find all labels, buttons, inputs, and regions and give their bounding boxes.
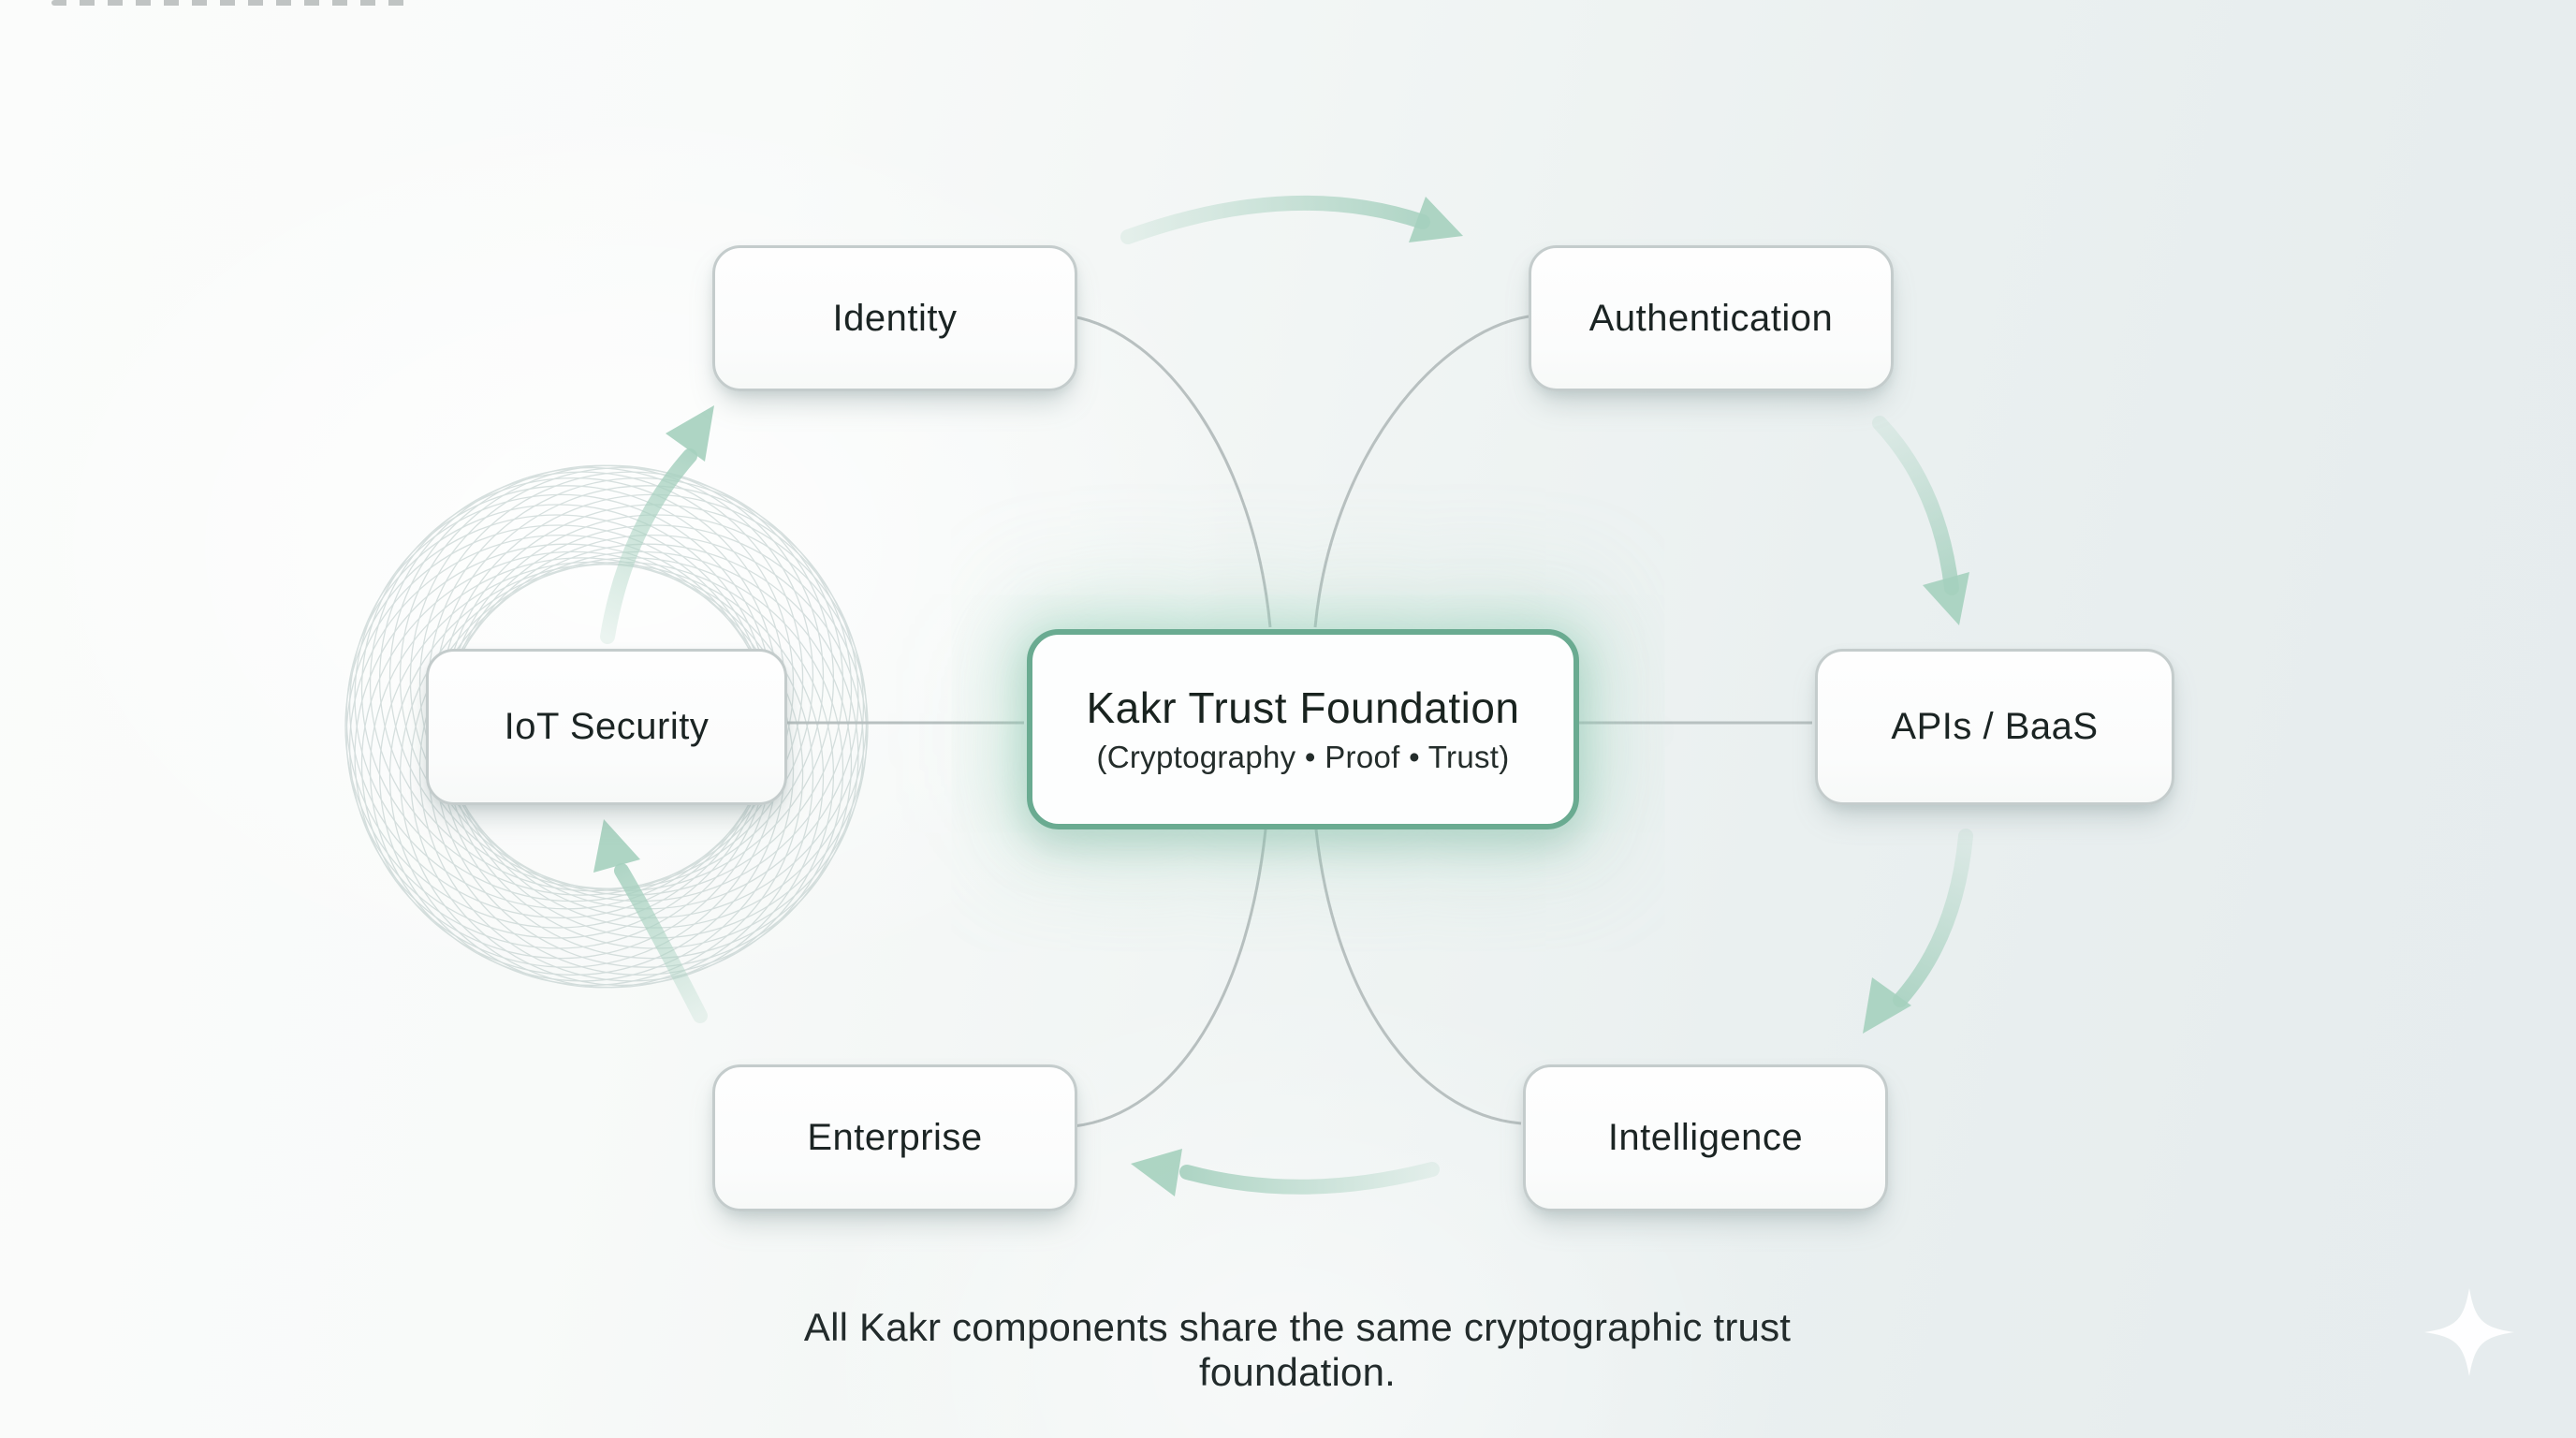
node-apis-baas-label: APIs / BaaS bbox=[1891, 706, 2099, 747]
connector-identity-to-center bbox=[1071, 315, 1272, 628]
node-enterprise: Enterprise bbox=[712, 1064, 1077, 1211]
arrow-authentication-to-apis-icon bbox=[1872, 416, 1969, 625]
connector-center-to-enterprise bbox=[1073, 819, 1268, 1128]
connector-authentication-to-center bbox=[1313, 315, 1530, 628]
node-authentication-label: Authentication bbox=[1588, 297, 1834, 339]
arrow-apis-to-intelligence-icon bbox=[1863, 829, 1973, 1034]
cycle-arrows bbox=[593, 195, 1973, 1196]
sparkle-icon bbox=[2424, 1288, 2514, 1376]
node-trust-foundation: Kakr Trust Foundation (Cryptography • Pr… bbox=[1027, 629, 1579, 829]
connector-lines bbox=[783, 315, 1812, 1128]
node-iot-security-label: IoT Security bbox=[504, 706, 710, 747]
arrow-identity-to-authentication-icon bbox=[1120, 195, 1463, 244]
node-apis-baas: APIs / BaaS bbox=[1815, 649, 2174, 805]
trust-foundation-title: Kakr Trust Foundation bbox=[1086, 683, 1520, 732]
node-enterprise-label: Enterprise bbox=[807, 1117, 983, 1158]
node-iot-security: IoT Security bbox=[426, 649, 787, 805]
top-edge-artifact bbox=[51, 0, 417, 6]
trust-foundation-subtitle: (Cryptography • Proof • Trust) bbox=[1096, 740, 1510, 774]
node-intelligence-label: Intelligence bbox=[1607, 1117, 1804, 1158]
connector-center-to-intelligence bbox=[1313, 819, 1522, 1125]
diagram-caption: All Kakr components share the same crypt… bbox=[803, 1305, 1792, 1394]
node-identity-label: Identity bbox=[832, 297, 958, 339]
arrow-enterprise-to-iot-icon bbox=[593, 819, 708, 1023]
arrow-intelligence-to-enterprise-icon bbox=[1131, 1149, 1440, 1196]
node-authentication: Authentication bbox=[1529, 245, 1894, 391]
node-identity: Identity bbox=[712, 245, 1077, 391]
node-intelligence: Intelligence bbox=[1523, 1064, 1888, 1211]
arrow-iot-to-identity-icon bbox=[600, 405, 714, 644]
